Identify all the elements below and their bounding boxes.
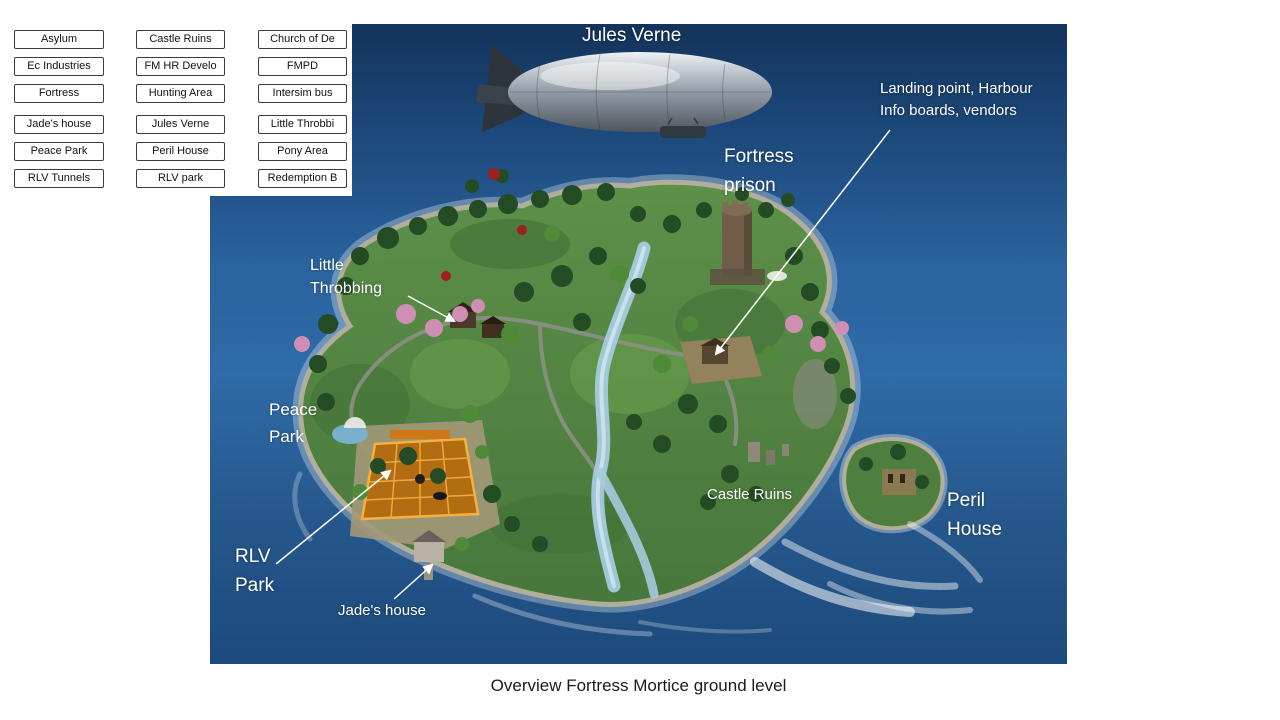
harbour-landing	[680, 336, 762, 384]
label-little-throbbing-line1: Little	[310, 257, 344, 274]
castle-ruins-stones	[748, 442, 789, 465]
label-peril-house: Peril House	[947, 486, 1002, 544]
peace-park-dome	[344, 417, 366, 428]
little-throbbing-arrow	[407, 295, 456, 323]
label-fortress-prison-line1: Fortress	[724, 146, 794, 167]
label-jades-house: Jade's house	[338, 602, 426, 619]
rlv-park-banner	[390, 430, 450, 439]
annotation-arrows	[275, 129, 891, 600]
location-button-rlv-tunnels[interactable]: RLV Tunnels	[14, 169, 104, 188]
location-button-peril-house[interactable]: Peril House	[136, 142, 225, 161]
button-column-2: Castle Ruins FM HR Develo Hunting Area J…	[136, 30, 225, 188]
label-peace-park-line2: Park	[269, 427, 304, 446]
label-peril-house-line1: Peril	[947, 490, 986, 511]
label-rlv-park-line1: RLV	[235, 546, 271, 567]
label-landing-point-line1: Landing point, Harbour	[880, 80, 1033, 97]
peace-park-pond	[332, 417, 368, 444]
location-button-jades-house[interactable]: Jade's house	[14, 115, 104, 134]
rlv-park	[350, 420, 500, 549]
label-fortress-prison: Fortress prison	[724, 142, 794, 200]
button-column-3: Church of De FMPD Intersim bus Little Th…	[258, 30, 347, 188]
label-rlv-park-line2: Park	[235, 575, 275, 596]
location-button-hunting-area[interactable]: Hunting Area	[136, 84, 225, 103]
location-button-asylum[interactable]: Asylum	[14, 30, 104, 49]
location-button-jules-verne[interactable]: Jules Verne	[136, 115, 225, 134]
location-button-intersim-bus[interactable]: Intersim bus	[258, 84, 347, 103]
label-castle-ruins: Castle Ruins	[707, 486, 793, 503]
label-peace-park-line1: Peace	[269, 400, 318, 419]
location-button-peace-park[interactable]: Peace Park	[14, 142, 104, 161]
label-fortress-prison-line2: prison	[724, 175, 776, 196]
rlv-park-arrow	[275, 469, 392, 565]
bushes-red	[441, 168, 527, 281]
jades-house-arrow	[393, 563, 434, 600]
label-rlv-park: RLV Park	[235, 542, 274, 600]
airship-gondola	[660, 126, 706, 138]
location-button-fmpd[interactable]: FMPD	[258, 57, 347, 76]
location-button-pony-area[interactable]: Pony Area	[258, 142, 347, 161]
trees-dark	[309, 169, 929, 552]
trees-light	[352, 226, 778, 551]
location-button-rlv-park[interactable]: RLV park	[136, 169, 225, 188]
label-landing-point-line2: Info boards, vendors	[880, 102, 1017, 119]
location-button-fortress[interactable]: Fortress	[14, 84, 104, 103]
label-little-throbbing: Little Throbbing	[310, 254, 382, 300]
label-jules-verne: Jules Verne	[582, 25, 682, 46]
peril-house-building	[882, 469, 916, 495]
label-peace-park: Peace Park	[269, 396, 317, 450]
map-illustration	[275, 44, 983, 637]
landing-point-arrow	[714, 129, 891, 356]
map-overview: Jules Verne Landing point, Harbour Info …	[210, 24, 1067, 664]
location-button-redemption-b[interactable]: Redemption B	[258, 169, 347, 188]
river	[591, 241, 787, 599]
location-button-church-of-de[interactable]: Church of De	[258, 30, 347, 49]
location-button-panel: Asylum Ec Industries Fortress Jade's hou…	[0, 0, 352, 196]
location-button-ec-industries[interactable]: Ec Industries	[14, 57, 104, 76]
airship	[476, 44, 772, 138]
caption: Overview Fortress Mortice ground level	[490, 676, 787, 695]
label-landing-point: Landing point, Harbour Info boards, vend…	[880, 78, 1033, 122]
fortress-tower	[710, 200, 765, 285]
location-button-castle-ruins[interactable]: Castle Ruins	[136, 30, 225, 49]
button-column-1: Asylum Ec Industries Fortress Jade's hou…	[14, 30, 104, 188]
trees-pink	[294, 299, 849, 352]
label-little-throbbing-line2: Throbbing	[310, 280, 383, 297]
label-peril-house-line2: House	[947, 519, 1002, 540]
location-button-fm-hr-develo[interactable]: FM HR Develo	[136, 57, 225, 76]
surf-foam	[292, 471, 983, 637]
location-button-little-throbbi[interactable]: Little Throbbi	[258, 115, 347, 134]
